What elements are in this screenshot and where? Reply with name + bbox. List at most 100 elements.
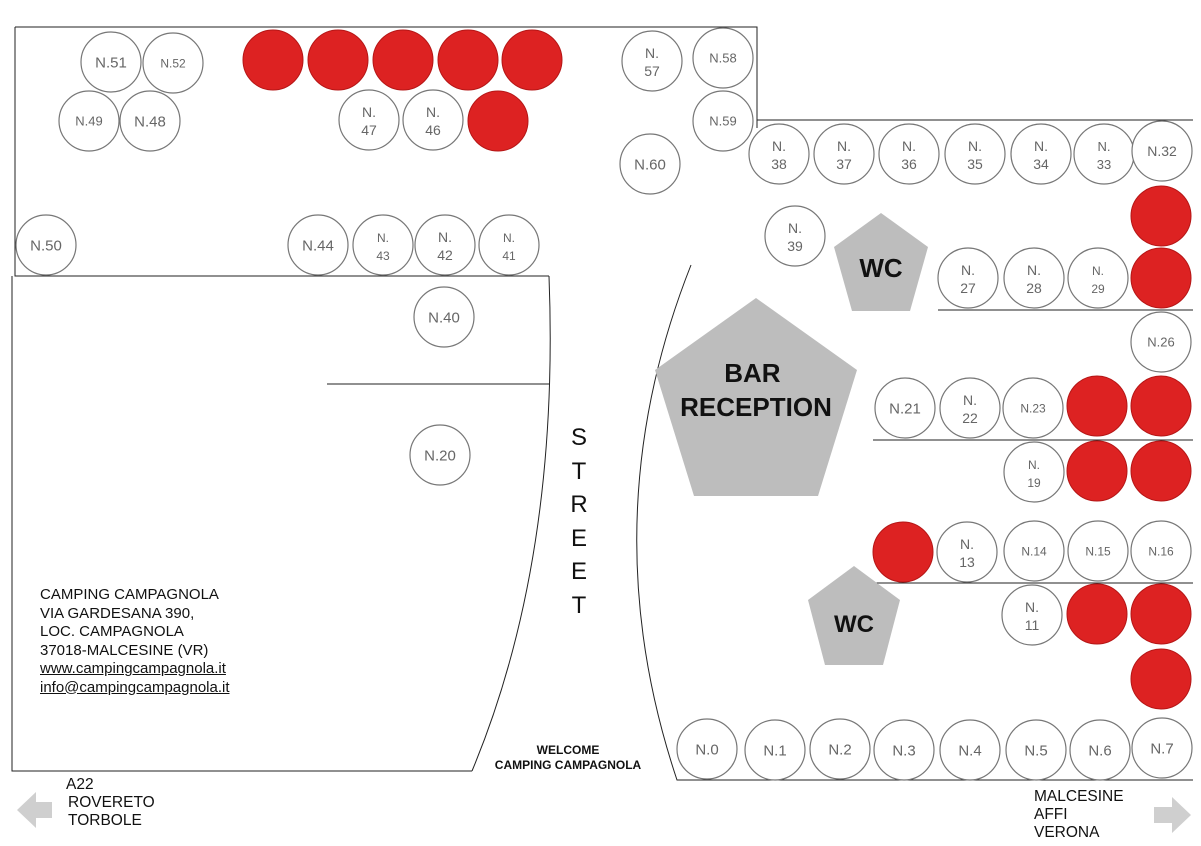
occupied-pitch[interactable] bbox=[242, 29, 304, 91]
pitch-label: N.32 bbox=[1147, 143, 1177, 159]
website-link[interactable]: www.campingcampagnola.it bbox=[40, 660, 226, 677]
occupied-pitch[interactable] bbox=[1066, 583, 1128, 645]
pitch-outline bbox=[413, 286, 475, 348]
pitch-outline bbox=[1073, 123, 1135, 185]
pitch-outline bbox=[1131, 717, 1193, 779]
pitch-50[interactable]: N.50 bbox=[15, 214, 77, 276]
pitch-1[interactable]: N.1 bbox=[744, 719, 806, 781]
pitch-13[interactable]: N.13 bbox=[936, 521, 998, 583]
pitch-label: N.57 bbox=[644, 45, 660, 79]
pitch-outline bbox=[764, 205, 826, 267]
pitch-20[interactable]: N.20 bbox=[409, 424, 471, 486]
pitch-outline bbox=[352, 214, 414, 276]
pitch-42[interactable]: N.42 bbox=[414, 214, 476, 276]
pitch-15[interactable]: N.15 bbox=[1067, 520, 1129, 582]
pitch-14[interactable]: N.14 bbox=[1003, 520, 1065, 582]
pitch-51[interactable]: N.51 bbox=[80, 31, 142, 93]
address-city: 37018-MALCESINE (VR) bbox=[40, 641, 209, 659]
pitch-59[interactable]: N.59 bbox=[692, 90, 754, 152]
pitch-19[interactable]: N.19 bbox=[1003, 441, 1065, 503]
email-link[interactable]: info@campingcampagnola.it bbox=[40, 678, 230, 696]
left-lower-boundary bbox=[11, 276, 472, 772]
occupied-pitch[interactable] bbox=[1130, 247, 1192, 309]
pitch-0[interactable]: N.0 bbox=[676, 718, 738, 780]
pitch-57[interactable]: N.57 bbox=[621, 30, 683, 92]
pitch-label: N.26 bbox=[1147, 335, 1174, 350]
pitch-43[interactable]: N.43 bbox=[352, 214, 414, 276]
pitch-6[interactable]: N.6 bbox=[1069, 719, 1131, 781]
pitch-11[interactable]: N.11 bbox=[1001, 584, 1063, 646]
pitch-46[interactable]: N.46 bbox=[402, 89, 464, 151]
pitch-40[interactable]: N.40 bbox=[413, 286, 475, 348]
pitch-label: N.49 bbox=[75, 114, 102, 129]
pitch-37[interactable]: N.37 bbox=[813, 123, 875, 185]
pitch-outline bbox=[621, 30, 683, 92]
pitch-34[interactable]: N.34 bbox=[1010, 123, 1072, 185]
pitch-49[interactable]: N.49 bbox=[58, 90, 120, 152]
welcome-line: WELCOME bbox=[536, 743, 600, 757]
pitch-4[interactable]: N.4 bbox=[939, 719, 1001, 781]
pitch-label: N.52 bbox=[160, 56, 186, 70]
pitch-41[interactable]: N.41 bbox=[478, 214, 540, 276]
occupied-pitch[interactable] bbox=[372, 29, 434, 91]
pitch-35[interactable]: N.35 bbox=[944, 123, 1006, 185]
pitch-21[interactable]: N.21 bbox=[874, 377, 936, 439]
pitch-36[interactable]: N.36 bbox=[878, 123, 940, 185]
pitch-outline bbox=[1130, 311, 1192, 373]
pitch-23[interactable]: N.23 bbox=[1002, 377, 1064, 439]
pitch-52[interactable]: N.52 bbox=[142, 32, 204, 94]
direction-right-line: VERONA bbox=[1034, 824, 1100, 841]
pitch-22[interactable]: N.22 bbox=[939, 377, 1001, 439]
pitch-26[interactable]: N.26 bbox=[1130, 311, 1192, 373]
pitch-outline bbox=[338, 89, 400, 151]
occupied-pitch[interactable] bbox=[1130, 583, 1192, 645]
pitch-44[interactable]: N.44 bbox=[287, 214, 349, 276]
left-upper-boundary bbox=[14, 27, 549, 277]
pitch-48[interactable]: N.48 bbox=[119, 90, 181, 152]
address-name: CAMPING CAMPAGNOLA bbox=[40, 586, 219, 603]
pitch-2[interactable]: N.2 bbox=[809, 718, 871, 780]
occupied-pitch[interactable] bbox=[1130, 440, 1192, 502]
occupied-pitch[interactable] bbox=[1130, 648, 1192, 710]
pitch-29[interactable]: N.29 bbox=[1067, 247, 1129, 309]
pitch-label: N.0 bbox=[695, 741, 718, 758]
pitch-38[interactable]: N.38 bbox=[748, 123, 810, 185]
pitch-outline bbox=[939, 377, 1001, 439]
pitch-label: N.20 bbox=[424, 447, 456, 464]
pitch-3[interactable]: N.3 bbox=[873, 719, 935, 781]
occupied-pitch[interactable] bbox=[1066, 375, 1128, 437]
occupied-pitch[interactable] bbox=[437, 29, 499, 91]
pitch-27[interactable]: N.27 bbox=[937, 247, 999, 309]
pitch-28[interactable]: N.28 bbox=[1003, 247, 1065, 309]
occupied-pitch[interactable] bbox=[501, 29, 563, 91]
pitch-32[interactable]: N.32 bbox=[1131, 120, 1193, 182]
pitch-outline bbox=[58, 90, 120, 152]
arrow-left-icon bbox=[17, 792, 52, 828]
pitch-outline bbox=[944, 123, 1006, 185]
occupied-pitch-marker bbox=[501, 29, 563, 91]
occupied-pitch[interactable] bbox=[872, 521, 934, 583]
pitch-label: N.1 bbox=[763, 742, 786, 759]
occupied-pitch[interactable] bbox=[1066, 440, 1128, 502]
occupied-pitch[interactable] bbox=[1130, 185, 1192, 247]
pitch-outline bbox=[937, 247, 999, 309]
direction-right-line: AFFI bbox=[1034, 806, 1068, 823]
pitch-33[interactable]: N.33 bbox=[1073, 123, 1135, 185]
pitch-label: N.44 bbox=[302, 237, 334, 254]
pitch-outline bbox=[1130, 520, 1192, 582]
pitch-label: N.50 bbox=[30, 237, 62, 254]
pitch-47[interactable]: N.47 bbox=[338, 89, 400, 151]
pitch-7[interactable]: N.7 bbox=[1131, 717, 1193, 779]
pitch-16[interactable]: N.16 bbox=[1130, 520, 1192, 582]
pitch-label: N.27 bbox=[960, 262, 976, 296]
occupied-pitch[interactable] bbox=[307, 29, 369, 91]
pitch-5[interactable]: N.5 bbox=[1005, 719, 1067, 781]
pitch-39[interactable]: N.39 bbox=[764, 205, 826, 267]
occupied-pitch[interactable] bbox=[467, 90, 529, 152]
pitch-label: N.3 bbox=[892, 742, 915, 759]
pitch-label: N.51 bbox=[95, 54, 127, 71]
occupied-pitch[interactable] bbox=[1130, 375, 1192, 437]
street-letter: S bbox=[570, 424, 587, 451]
pitch-60[interactable]: N.60 bbox=[619, 133, 681, 195]
pitch-58[interactable]: N.58 bbox=[692, 27, 754, 89]
